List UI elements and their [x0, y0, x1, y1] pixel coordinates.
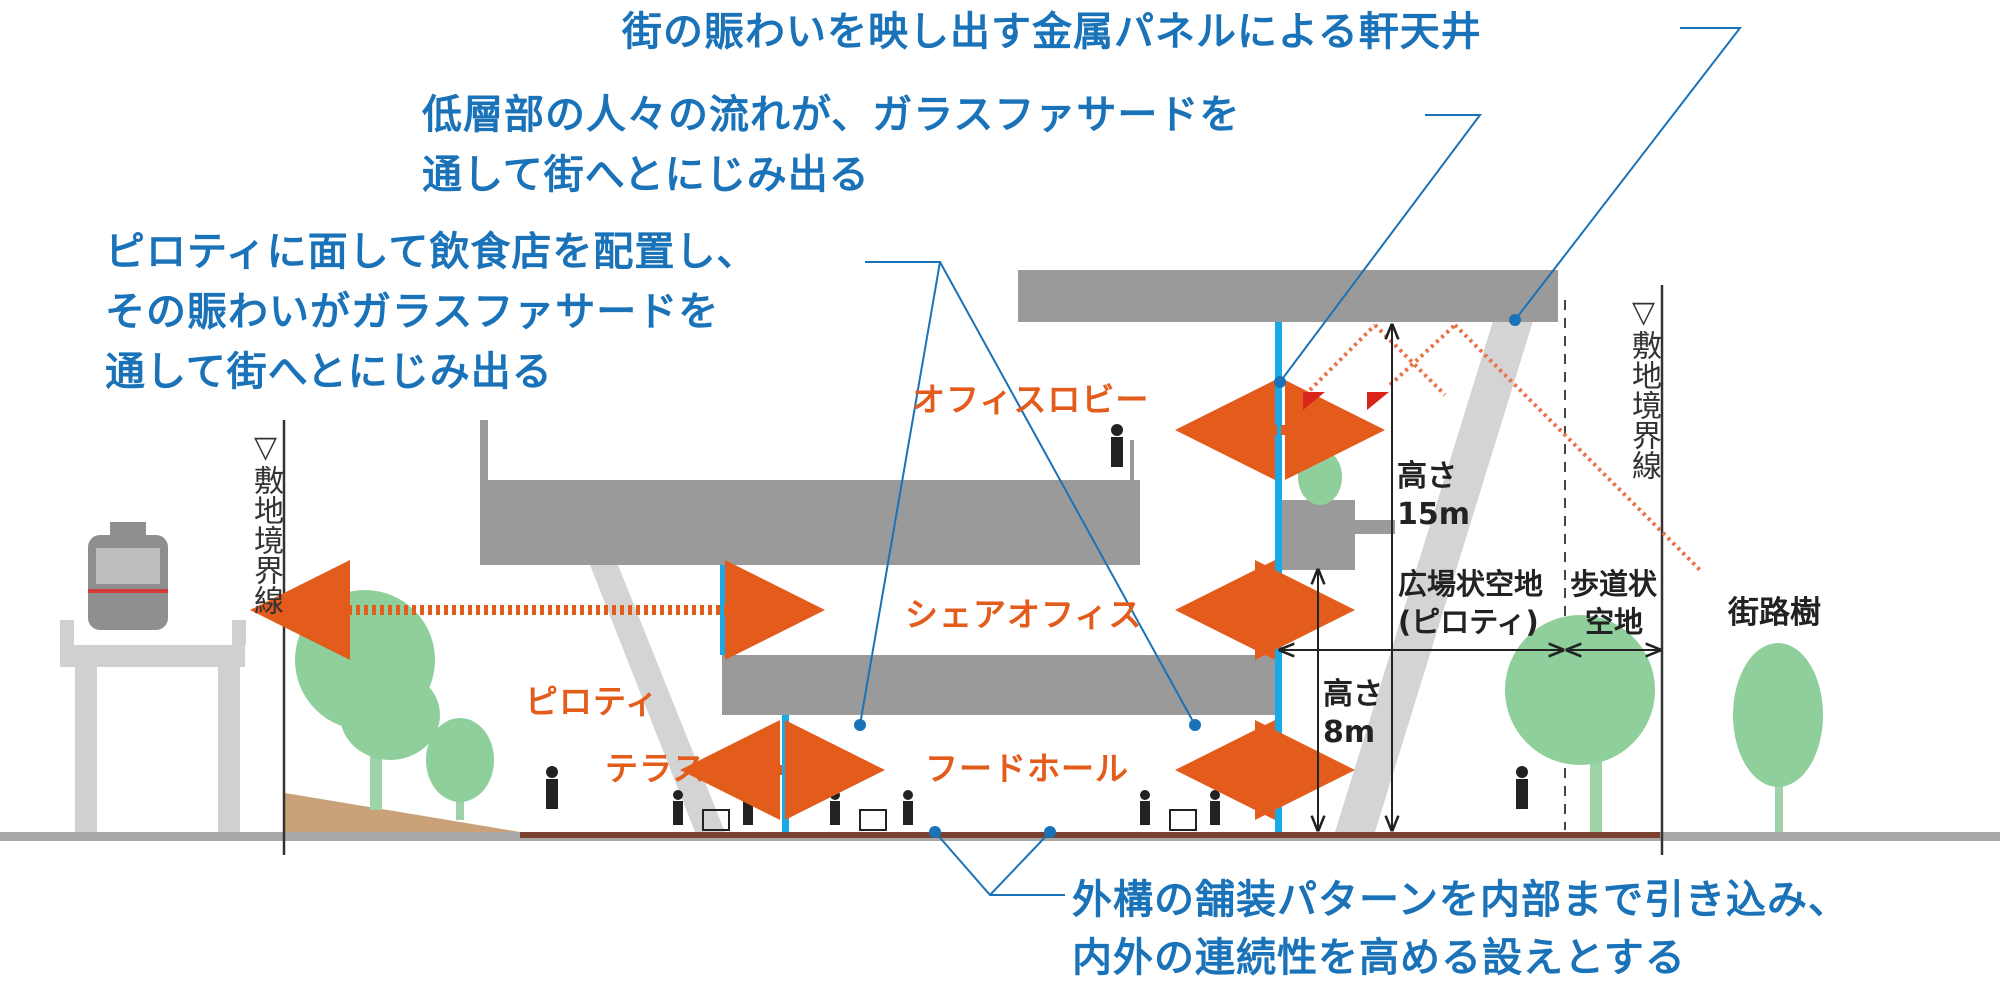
label-plaza-line2: (ピロティ)	[1398, 605, 1539, 639]
tree-planter	[1298, 449, 1342, 505]
callout-restaurants-line2: その賑わいがガラスファサードを	[105, 289, 720, 335]
dim-height-15-value: 15m	[1397, 497, 1471, 532]
callout-paving-line1: 外構の舗装パターンを内部まで引き込み、	[1072, 877, 1849, 923]
callout-paving-line2: 内外の連続性を高める設えとする	[1072, 935, 1686, 981]
callout-leaders	[859, 27, 1743, 897]
callout-lower-flow-line1: 低層部の人々の流れが、ガラスファサードを	[422, 92, 1241, 138]
label-boundary-right: ▽敷地境界線	[1626, 295, 1661, 480]
tree-left-large	[295, 590, 440, 810]
slope	[285, 793, 520, 832]
tables	[702, 809, 1197, 831]
label-food-hall: フードホール	[925, 749, 1129, 788]
label-sidewalk-line1: 歩道状	[1570, 567, 1658, 601]
paving-strip	[520, 832, 1660, 838]
callout-ceiling-panels: 街の賑わいを映し出す金属パネルによる軒天井	[622, 9, 1482, 55]
street-tree	[1733, 643, 1823, 832]
label-street-trees: 街路樹	[1728, 595, 1821, 631]
tree-left-small	[426, 718, 494, 820]
callout-restaurants-line1: ピロティに面して飲食店を配置し、	[105, 229, 758, 275]
callout-dots	[854, 314, 1521, 838]
label-piloti: ピロティ	[525, 682, 660, 721]
dimension-lines	[1280, 325, 1660, 830]
lobby-railing	[1130, 440, 1134, 480]
label-boundary-left: ▽敷地境界線	[248, 430, 283, 615]
callout-restaurants-line3: 通して街へとにじみ出る	[105, 349, 553, 395]
callout-lower-flow-line2: 通して街へとにじみ出る	[422, 152, 870, 198]
label-terrace: テラス	[605, 749, 707, 788]
train-icon	[88, 522, 168, 630]
label-plaza-line1: 広場状空地	[1398, 567, 1544, 601]
label-office-lobby: オフィスロビー	[912, 380, 1150, 419]
label-sidewalk-line2: 空地	[1585, 605, 1644, 639]
flow-arrows	[250, 380, 1385, 820]
dim-height-8-value: 8m	[1323, 715, 1376, 750]
label-share-office: シェアオフィス	[905, 595, 1143, 634]
dim-height-15-label: 高さ	[1397, 459, 1457, 494]
dim-height-8-label: 高さ	[1323, 677, 1383, 712]
reflection-markers	[1303, 392, 1389, 410]
elevated-railway	[60, 620, 246, 832]
